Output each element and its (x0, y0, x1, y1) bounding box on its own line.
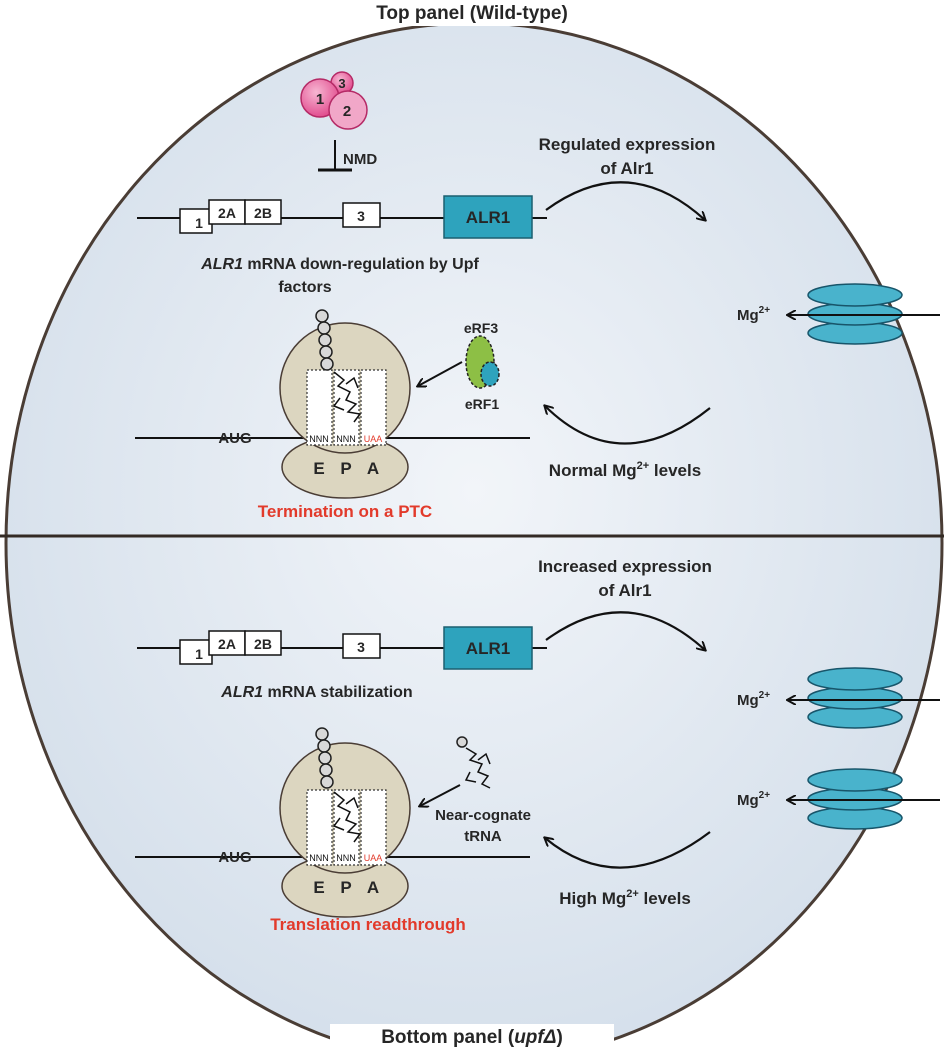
mg-channel-top (807, 283, 903, 345)
svg-text:1: 1 (195, 646, 203, 662)
near-cognate-trna (456, 736, 491, 789)
polypeptide-chain (315, 309, 334, 371)
bottom-start-codon: AUG (218, 849, 251, 866)
svg-text:A: A (367, 459, 379, 478)
svg-text:ALR1: ALR1 (466, 639, 510, 658)
alr1-gene-box (443, 626, 533, 670)
svg-text:NNN: NNN (336, 853, 356, 863)
top-outcome: Termination on a PTC (258, 502, 432, 521)
top-feedback-arrow (545, 406, 711, 445)
top-panel-title: Top panel (Wild-type) (376, 3, 568, 24)
bottom-feedback-arrow (545, 831, 711, 869)
mg-channel-bottom-1 (807, 667, 903, 729)
svg-text:NNN: NNN (309, 434, 329, 444)
top-expression-line1: Regulated expression (539, 135, 716, 154)
exon-2b (244, 630, 282, 656)
trna-label-line1: Near-cognate (435, 807, 531, 824)
top-expression-arrow (545, 181, 705, 220)
erf1 (480, 361, 500, 387)
svg-text:2A: 2A (218, 636, 236, 652)
ribosome-top: NNN NNN UAA E P A (135, 309, 530, 499)
e-site (306, 789, 333, 866)
top-mrna-caption-line2: factors (278, 279, 331, 296)
mg-label-top: Mg2+ (737, 305, 770, 324)
peptidyl-trna (332, 371, 362, 423)
svg-text:2A: 2A (218, 205, 236, 221)
peptidyl-trna (332, 791, 362, 843)
svg-text:NNN: NNN (336, 434, 356, 444)
bottom-expression-line2: of Alr1 (598, 581, 651, 600)
mg-channel-bottom-2 (807, 768, 903, 830)
top-mrna-caption: ALR1 mRNA down-regulation by Upf (200, 256, 479, 273)
bottom-expression-line1: Increased expression (538, 557, 712, 576)
alr1-gene-box (443, 195, 533, 239)
svg-text:ALR1: ALR1 (466, 208, 510, 227)
mg-label-bottom-1: Mg2+ (737, 690, 770, 709)
svg-text:2B: 2B (254, 636, 272, 652)
svg-text:1: 1 (316, 91, 324, 108)
ribosome-bottom: NNN NNN UAA E P A (135, 727, 530, 918)
exon-1 (179, 208, 213, 234)
svg-text:UAA: UAA (364, 853, 383, 863)
top-expression-line2: of Alr1 (600, 159, 653, 178)
gene-structure-bottom: 1 2A 2B 3 ALR1 (137, 626, 547, 670)
a-site (360, 369, 387, 446)
mg-label-bottom-2: Mg2+ (737, 790, 770, 809)
svg-text:UAA: UAA (364, 434, 383, 444)
top-start-codon: AUG (218, 430, 251, 447)
bottom-expression-arrow (545, 611, 705, 650)
gene-structure-top: 1 2A 2B 3 ALR1 (137, 195, 547, 239)
bottom-levels-text: High Mg2+ levels (559, 888, 691, 908)
exon-3 (342, 633, 381, 659)
svg-text:E: E (313, 878, 324, 897)
nmd-label: NMD (343, 151, 377, 168)
svg-text:P: P (340, 459, 351, 478)
upf-factor-2 (328, 90, 368, 130)
svg-text:2: 2 (343, 103, 351, 120)
exon-3 (342, 202, 381, 228)
a-site (360, 789, 387, 866)
release-factors (465, 335, 500, 389)
svg-text:1: 1 (195, 215, 203, 231)
svg-text:3: 3 (357, 639, 365, 655)
bottom-panel-title: Bottom panel (upfΔ) (381, 1027, 563, 1048)
bottom-outcome: Translation readthrough (270, 915, 466, 934)
top-levels-text: Normal Mg2+ levels (549, 460, 701, 480)
erf3-label: eRF3 (464, 320, 498, 336)
svg-text:NNN: NNN (309, 853, 329, 863)
p-site (333, 369, 360, 446)
exon-2a (208, 199, 246, 225)
upf-factors-complex: 1 3 2 (300, 71, 368, 130)
trna-arrow (420, 784, 461, 806)
nmd-inhibition-symbol (318, 140, 352, 172)
bottom-mrna-caption: ALR1 mRNA stabilization (220, 684, 412, 701)
svg-text:3: 3 (357, 208, 365, 224)
svg-text:A: A (367, 878, 379, 897)
exon-1 (179, 639, 213, 665)
svg-text:E: E (313, 459, 324, 478)
erf1-label: eRF1 (465, 396, 499, 412)
exon-2b (244, 199, 282, 225)
svg-text:P: P (340, 878, 351, 897)
trna-label-line2: tRNA (464, 828, 502, 845)
polypeptide-chain (315, 727, 334, 789)
e-site (306, 369, 333, 446)
exon-2a (208, 630, 246, 656)
release-factor-arrow (418, 361, 463, 386)
svg-text:3: 3 (338, 76, 345, 91)
svg-text:2B: 2B (254, 205, 272, 221)
